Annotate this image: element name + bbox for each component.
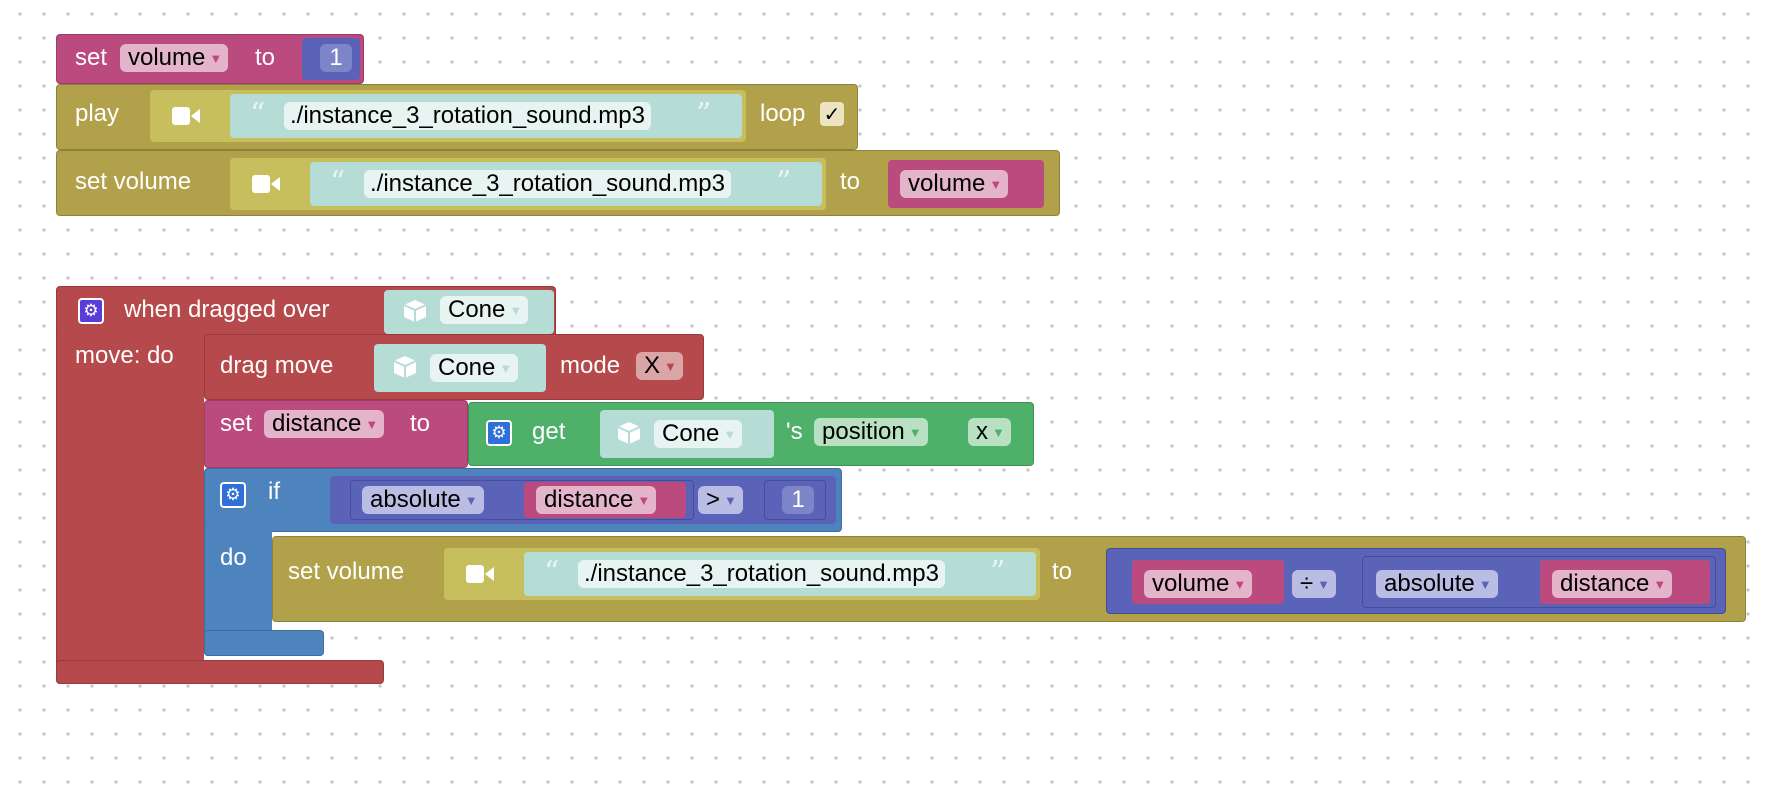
to-label: to [840, 168, 861, 195]
event-block-left-arm [56, 330, 204, 684]
math-function-name: absolute [370, 486, 461, 513]
string-field[interactable]: ./instance_3_rotation_sound.mp3 [284, 102, 651, 130]
chevron-down-icon: ▼ [365, 417, 379, 432]
chevron-down-icon: ▼ [509, 303, 523, 318]
variable-name: distance [544, 486, 634, 513]
close-quote-icon: ” [990, 555, 1006, 590]
variable-dropdown-distance[interactable]: distance▼ [264, 410, 385, 438]
chevron-down-icon: ▼ [637, 493, 651, 508]
operator-value: > [706, 486, 721, 513]
chevron-down-icon: ▼ [1233, 577, 1247, 592]
number-field[interactable]: 1 [320, 44, 352, 72]
math-function-dropdown[interactable]: absolute▼ [362, 486, 484, 514]
to-label: to [1052, 558, 1073, 585]
gear-icon[interactable]: ⚙ [220, 482, 246, 508]
cube-icon [392, 354, 418, 380]
chevron-down-icon: ▼ [1317, 577, 1331, 592]
variable-name: distance [272, 410, 362, 437]
cube-icon [402, 298, 428, 324]
chevron-down-icon: ▼ [209, 51, 223, 66]
set-volume-label: set volume [75, 168, 192, 195]
mode-value: X [644, 352, 661, 379]
drag-move-label: drag move [220, 352, 334, 379]
chevron-down-icon: ▼ [724, 493, 737, 508]
variable-name: volume [128, 44, 206, 71]
variable-name: volume [908, 170, 986, 197]
chevron-down-icon: ▼ [664, 359, 677, 374]
event-block-bottom [56, 660, 384, 684]
mode-dropdown[interactable]: X▼ [636, 352, 683, 380]
property-name: position [822, 418, 905, 445]
if-label: if [268, 478, 280, 505]
video-camera-icon [172, 106, 200, 126]
open-quote-icon: “ [250, 97, 266, 132]
cube-icon [616, 420, 642, 446]
open-quote-icon: “ [544, 555, 560, 590]
play-label: play [75, 100, 120, 127]
axis-dropdown[interactable]: x▼ [968, 418, 1011, 446]
open-quote-icon: “ [330, 165, 346, 200]
move-do-label: move: do [75, 342, 174, 369]
object-name: Cone [662, 420, 720, 447]
chevron-down-icon: ▼ [499, 361, 513, 376]
chevron-down-icon: ▼ [723, 427, 737, 442]
chevron-down-icon: ▼ [1653, 577, 1667, 592]
chevron-down-icon: ▼ [464, 493, 478, 508]
variable-dropdown-distance[interactable]: distance▼ [1552, 570, 1673, 598]
chevron-down-icon: ▼ [989, 177, 1003, 192]
operator-value: ÷ [1300, 570, 1314, 597]
math-function-name: absolute [1384, 570, 1475, 597]
variable-dropdown-volume[interactable]: volume▼ [1144, 570, 1253, 598]
object-dropdown-cone[interactable]: Cone▼ [654, 420, 743, 448]
set-label: set [75, 44, 108, 71]
if-block-bottom [204, 630, 324, 656]
variable-dropdown-distance[interactable]: distance▼ [536, 486, 657, 514]
get-label: get [532, 418, 566, 445]
close-quote-icon: ” [696, 97, 712, 132]
gear-icon[interactable]: ⚙ [486, 420, 512, 446]
close-quote-icon: ” [776, 165, 792, 200]
video-camera-icon [466, 564, 494, 584]
math-function-dropdown[interactable]: absolute▼ [1376, 570, 1498, 598]
chevron-down-icon: ▼ [992, 425, 1005, 440]
do-label: do [220, 544, 247, 571]
mode-label: mode [560, 352, 621, 379]
variable-dropdown-volume[interactable]: volume▼ [900, 170, 1009, 198]
loop-label: loop [760, 100, 806, 127]
operator-dropdown[interactable]: >▼ [698, 486, 743, 514]
object-name: Cone [438, 354, 496, 381]
gear-icon[interactable]: ⚙ [78, 298, 104, 324]
to-label: to [255, 44, 276, 71]
property-dropdown[interactable]: position▼ [814, 418, 928, 446]
set-label: set [220, 410, 253, 437]
variable-name: volume [1152, 570, 1230, 597]
string-field[interactable]: ./instance_3_rotation_sound.mp3 [578, 560, 945, 588]
variable-name: distance [1560, 570, 1650, 597]
possessive-label: 's [786, 418, 803, 445]
chevron-down-icon: ▼ [1478, 577, 1492, 592]
object-dropdown-cone[interactable]: Cone▼ [430, 354, 519, 382]
number-field[interactable]: 1 [782, 486, 814, 514]
loop-checkbox[interactable]: ✓ [820, 102, 844, 126]
event-label: when dragged over [124, 296, 330, 323]
set-volume-label: set volume [288, 558, 405, 585]
string-field[interactable]: ./instance_3_rotation_sound.mp3 [364, 170, 731, 198]
to-label: to [410, 410, 431, 437]
object-dropdown-cone[interactable]: Cone▼ [440, 296, 529, 324]
video-camera-icon [252, 174, 280, 194]
variable-dropdown-volume[interactable]: volume▼ [120, 44, 229, 72]
object-name: Cone [448, 296, 506, 323]
chevron-down-icon: ▼ [908, 425, 922, 440]
axis-name: x [976, 418, 988, 445]
operator-dropdown[interactable]: ÷▼ [1292, 570, 1337, 598]
